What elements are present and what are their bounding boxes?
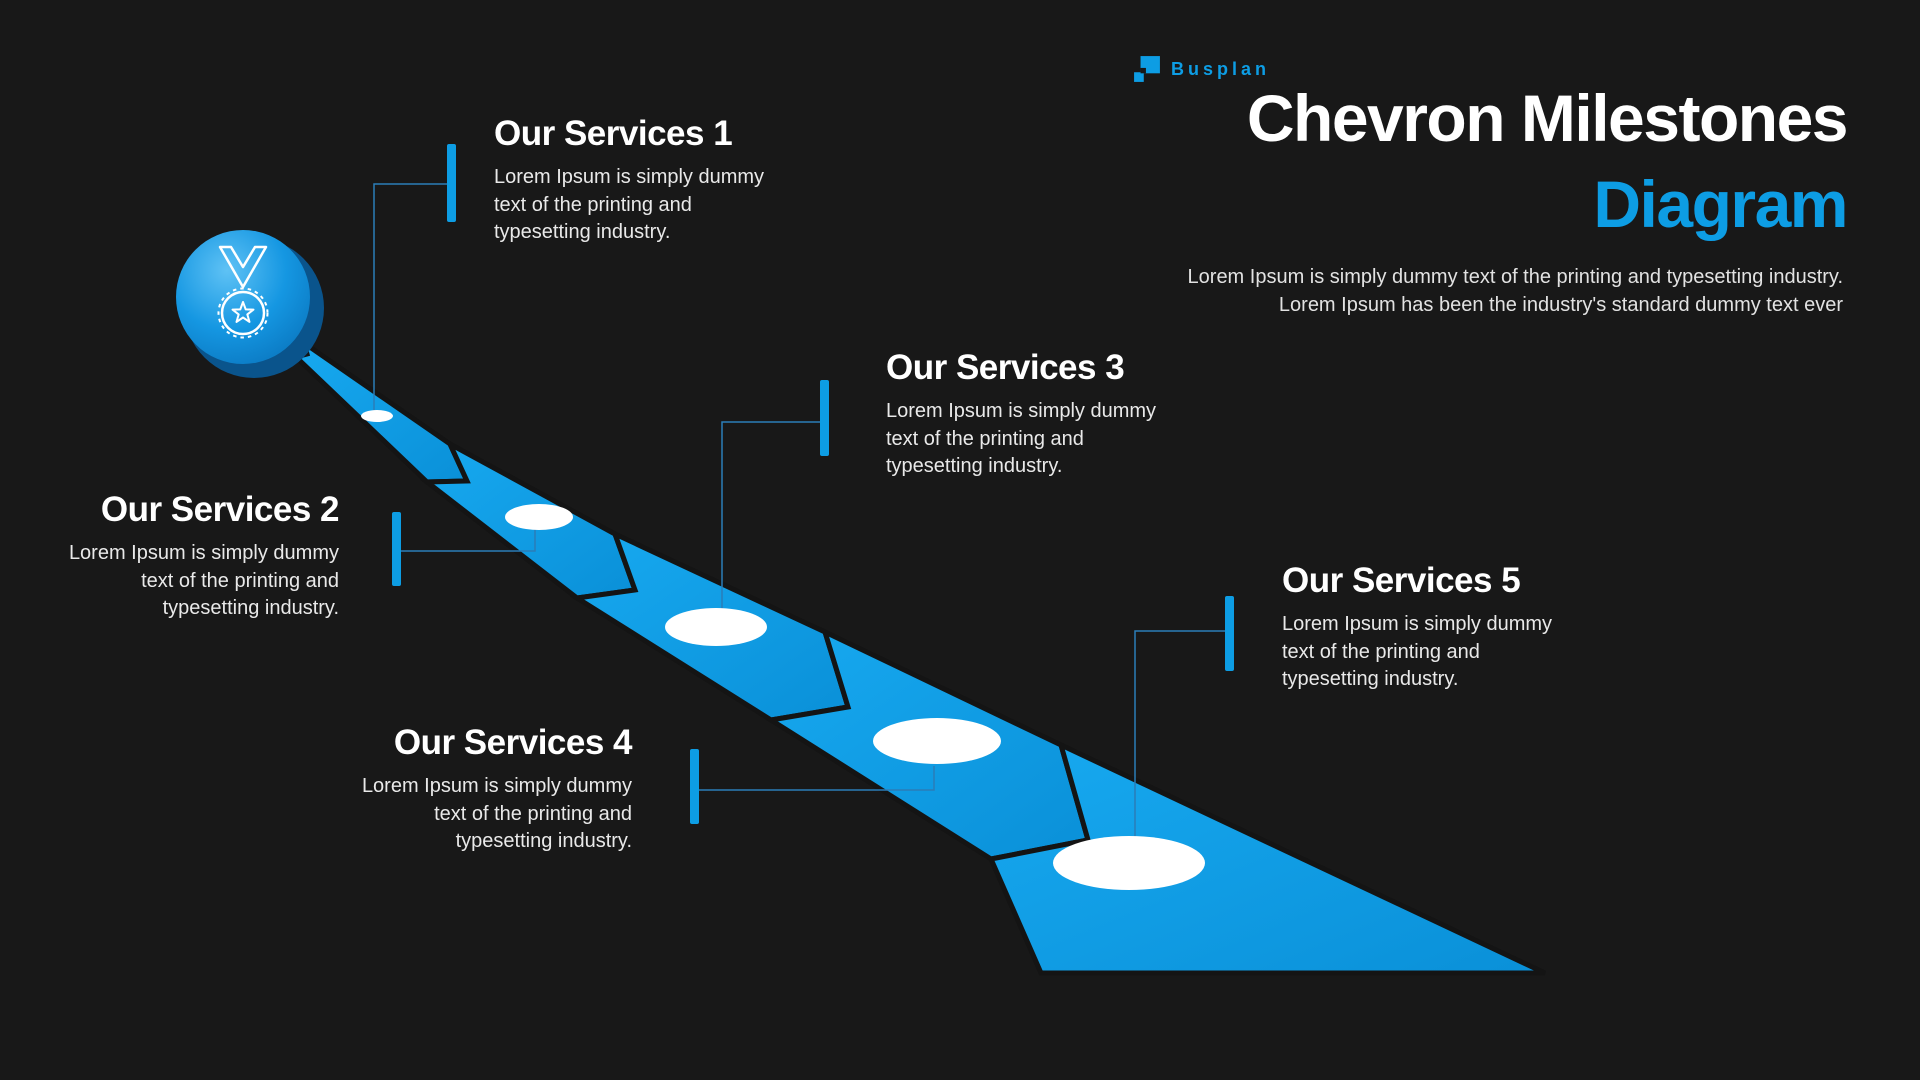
service-body: Lorem Ipsum is simply dummy text of the … [68,542,339,620]
service-body: Lorem Ipsum is simply dummy text of the … [1282,613,1553,691]
milestone-marker-1 [361,410,393,422]
milestone-marker-4 [873,718,1001,764]
service-title: Our Services 1 [494,114,733,153]
brand-name: Busplan [1171,58,1271,79]
connector-line-4 [699,766,935,791]
connector-lines [373,183,1225,838]
service-block-1: Our Services 1 Lorem Ipsum is simply dum… [494,114,774,247]
start-badge [176,230,324,378]
connector-line-5 [1134,630,1225,838]
service-body: Lorem Ipsum is simply dummy text of the … [361,775,632,853]
service-block-3: Our Services 3 Lorem Ipsum is simply dum… [886,348,1166,481]
milestone-marker-5 [1053,836,1205,890]
medal-award-icon [217,245,269,339]
milestone-markers [361,410,1205,890]
connector-line-2 [401,526,536,552]
title-block: Chevron Milestones Diagram [1246,81,1849,241]
subtitle: Lorem Ipsum is simply dummy text of the … [1187,266,1843,316]
service-block-4: Our Services 4 Lorem Ipsum is simply dum… [352,723,633,856]
callout-bar-1 [447,144,456,222]
service-block-2: Our Services 2 Lorem Ipsum is simply dum… [59,490,340,623]
badge-circle [176,230,310,364]
brand: Busplan [1133,55,1270,83]
service-title: Our Services 3 [886,348,1125,387]
callout-bars [392,144,1234,824]
page-title-line2: Diagram [1593,167,1848,241]
callout-bar-2 [392,512,401,586]
service-block-5: Our Services 5 Lorem Ipsum is simply dum… [1282,561,1562,694]
busplan-logo-icon [1134,56,1160,82]
chevron-segment-5 [987,740,1547,976]
connector-line-3 [721,421,820,610]
service-body: Lorem Ipsum is simply dummy text of the … [886,400,1157,478]
callout-bar-5 [1225,596,1234,671]
milestone-marker-3 [665,608,767,646]
service-title: Our Services 4 [393,723,633,762]
medal-star [231,301,255,323]
service-title: Our Services 2 [100,490,340,529]
callout-bar-3 [820,380,829,456]
connector-line-1 [373,183,447,414]
medal-scallop-ring [217,287,269,339]
callout-bar-4 [690,749,699,824]
milestone-marker-2 [505,504,573,530]
service-body: Lorem Ipsum is simply dummy text of the … [494,166,765,244]
page-title-line1: Chevron Milestones [1246,81,1849,155]
medal-disc [220,290,266,336]
service-title: Our Services 5 [1282,561,1521,600]
medal-ribbon [218,245,268,289]
